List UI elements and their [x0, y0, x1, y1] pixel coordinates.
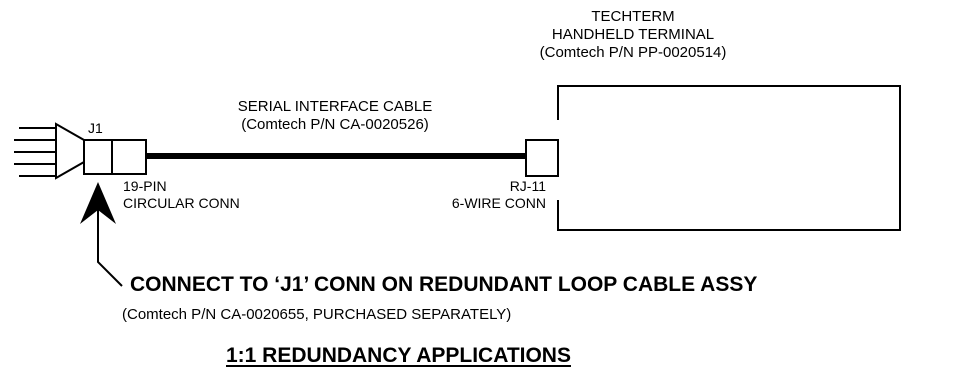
- pointer-arrow-head: [80, 182, 116, 224]
- left-connector-label: 19-PIN CIRCULAR CONN: [123, 178, 240, 212]
- handheld-terminal-outline: [557, 85, 901, 231]
- cable-part-number: (Comtech P/N CA-0020526): [241, 116, 429, 133]
- left-connector-pins: 19-PIN: [123, 178, 167, 194]
- cable-label: SERIAL INTERFACE CABLE (Comtech P/N CA-0…: [238, 98, 433, 134]
- connector-pins: [14, 127, 56, 177]
- right-connector-ref: RJ-11: [509, 178, 546, 194]
- terminal-part-number: (Comtech P/N PP-0020514): [539, 44, 727, 61]
- right-connector-label: RJ-11 6-WIRE CONN: [428, 178, 546, 212]
- serial-cable-line: [146, 153, 526, 159]
- diagram-caption: 1:1 REDUNDANCY APPLICATIONS: [226, 344, 571, 367]
- j1-sleeve: [83, 139, 113, 175]
- rj11-plug: [525, 139, 559, 177]
- j1-plug: [111, 139, 147, 175]
- terminal-label: TECHTERM HANDHELD TERMINAL (Comtech P/N …: [540, 8, 727, 62]
- cable-name: SERIAL INTERFACE CABLE: [237, 98, 433, 115]
- terminal-type: HANDHELD TERMINAL: [551, 26, 715, 43]
- left-connector-type: CIRCULAR CONN: [123, 194, 240, 211]
- j1-label: J1: [88, 120, 103, 136]
- pointer-arrow-leader: [97, 210, 123, 287]
- terminal-name: TECHTERM: [591, 8, 675, 25]
- right-connector-type: 6-WIRE CONN: [451, 194, 546, 211]
- instruction-text: CONNECT TO ‘J1’ CONN ON REDUNDANT LOOP C…: [130, 273, 758, 296]
- instruction-note: (Comtech P/N CA-0020655, PURCHASED SEPAR…: [122, 306, 512, 323]
- circular-connector-body: [55, 122, 85, 180]
